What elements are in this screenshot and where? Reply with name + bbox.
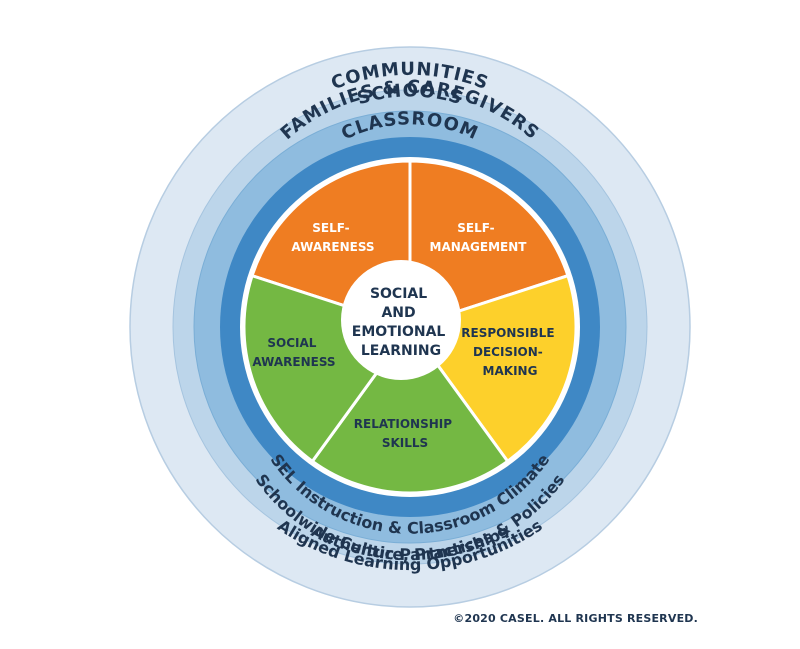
copyright-notice: ©2020 CASEL. ALL RIGHTS RESERVED. [453, 612, 698, 625]
self-management-label: SELF- MANAGEMENT [430, 221, 528, 254]
relationship-skills-label: RELATIONSHIP SKILLS [354, 417, 456, 450]
center-label: SOCIAL AND EMOTIONAL LEARNING [352, 286, 450, 359]
responsible-decision-making-label: RESPONSIBLE DECISION- MAKING [461, 326, 558, 378]
center-circle [341, 260, 461, 380]
social-awareness-label: SOCIAL AWARENESS [252, 336, 335, 369]
center-line-1: SOCIAL [370, 286, 427, 302]
relationship-skills-wedge [310, 324, 510, 495]
center-line-3: EMOTIONAL [352, 324, 446, 340]
center-line-2: AND [381, 305, 415, 321]
self-awareness-label: SELF- AWARENESS [291, 221, 374, 254]
center-line-4: LEARNING [361, 343, 441, 359]
